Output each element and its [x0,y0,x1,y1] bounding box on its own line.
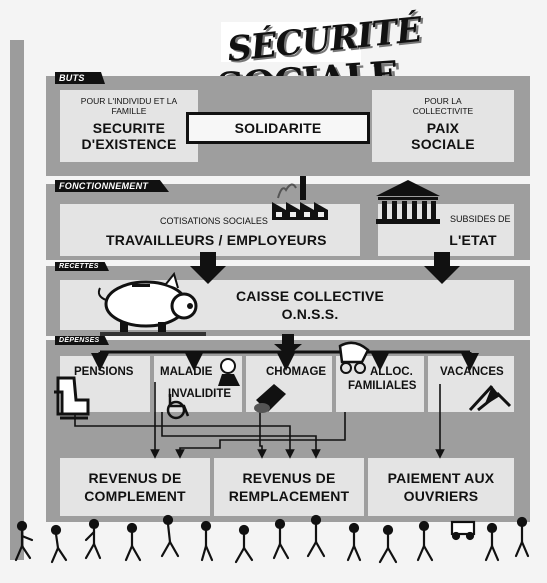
revenus-complement-box: REVENUS DE COMPLEMENT [60,458,210,516]
section-tag-recettes: RECETTES [55,262,109,271]
invalidite-label: INVALIDITE [168,388,232,400]
buts-collective-subtitle: POUR LA COLLECTIVITE [412,96,474,116]
flow-lines [74,382,445,459]
arrow-caisse-to-depenses [274,334,302,356]
vacances-box: VACANCES [428,356,514,412]
caisse-title-1: CAISSE COLLECTIVE [235,288,385,304]
solidarite-label: SOLIDARITE [234,120,322,136]
walking-crowd-icon [14,514,530,564]
bandage-icon [218,358,240,386]
revenus-remplacement-title-1: REVENUS DE [242,470,336,486]
cotisations-subtitle: COTISATIONS SOCIALES [160,216,268,226]
left-margin-band [10,40,24,560]
piggy-bank-icon [97,271,206,336]
arrow-subsides-to-caisse [424,252,460,284]
factory-icon [272,176,328,220]
distribution-arrows [91,350,479,371]
buts-individual-title-1: SECURITE [92,120,166,136]
paiement-ouvriers-title-1: PAIEMENT AUX [387,470,495,486]
section-tag-depenses: DÉPENSES [55,336,109,345]
arrow-cotisations-to-caisse [190,252,226,284]
subsides-subtitle: SUBSIDES DE [450,214,511,224]
revenus-remplacement-box: REVENUS DE REMPLACEMENT [214,458,364,516]
temple-icon [376,180,440,224]
revenus-complement-title-2: COMPLEMENT [84,488,186,504]
section-tag-buts: BUTS [55,72,105,84]
caisse-title-2: O.N.S.S. [281,306,339,322]
buts-individual-box: POUR L'INDIVIDU ET LA FAMILLE SECURITE D… [60,90,198,162]
section-tag-fonctionnement: FONCTIONNEMENT [55,180,169,192]
buts-individual-title-2: D'EXISTENCE [81,136,177,152]
buts-collective-title-1: PAIX [426,120,460,136]
deckchair-icon [468,384,512,412]
solidarite-box: SOLIDARITE [186,112,370,144]
pram-icon [338,341,370,374]
wheelchair-icon [166,394,190,420]
subsides-title: L'ETAT [449,232,497,248]
revenus-remplacement-title-2: REMPLACEMENT [228,488,350,504]
paiement-ouvriers-title-2: OUVRIERS [403,488,479,504]
cotisations-title: TRAVAILLEURS / EMPLOYEURS [106,232,327,248]
buts-individual-subtitle: POUR L'INDIVIDU ET LA FAMILLE [80,96,178,116]
revenus-complement-title-1: REVENUS DE [88,470,182,486]
pensions-label: PENSIONS [74,366,134,378]
armchair-icon [54,376,90,420]
buts-collective-title-2: SOCIALE [411,136,475,152]
alloc-label-2: FAMILIALES [348,380,417,392]
buts-collective-box: POUR LA COLLECTIVITE PAIX SOCIALE [372,90,514,162]
canister-icon [254,384,286,413]
vacances-label: VACANCES [440,366,504,378]
title-logo: SÉCURITÉ SOCIALE [215,10,423,110]
paiement-ouvriers-box: PAIEMENT AUX OUVRIERS [368,458,514,516]
subsides-box: SUBSIDES DE L'ETAT [378,204,514,256]
